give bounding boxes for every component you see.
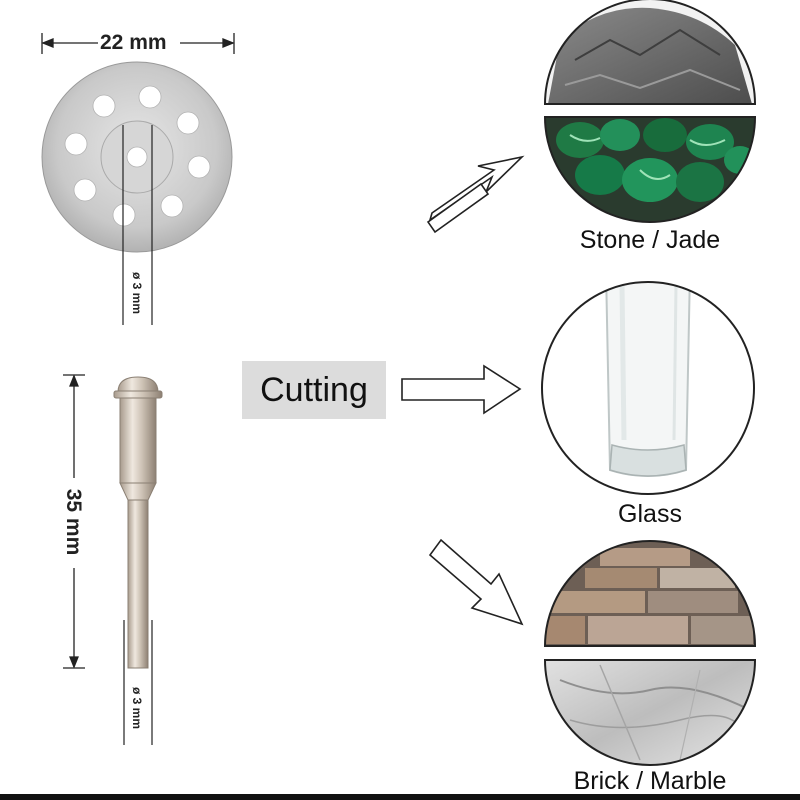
material-label-brick-marble: Brick / Marble: [573, 767, 727, 795]
disc-bore-label: ø 3 mm: [130, 272, 144, 315]
mandrel-length-dimension: [63, 374, 85, 669]
stone-jade-image: [543, 0, 757, 223]
arrow-down-right-icon: [428, 538, 524, 626]
arrow-up-right-icon: [426, 155, 525, 234]
mandrel-shank-dimension: [123, 620, 153, 745]
glass-image: [541, 281, 755, 495]
mandrel-shaft: [113, 376, 163, 669]
cutting-label: Cutting: [242, 361, 386, 419]
diamond-cutting-disc: [41, 61, 233, 253]
brick-marble-image: [543, 540, 757, 766]
material-label-glass: Glass: [618, 500, 682, 528]
disc-diameter-label: 22 mm: [100, 31, 167, 54]
disc-bore-dimension: [122, 125, 153, 325]
mandrel-length-label: 35 mm: [62, 488, 85, 556]
material-label-stone-jade: Stone / Jade: [579, 226, 721, 254]
arrow-right-icon: [401, 364, 522, 415]
mandrel-shank-label: ø 3 mm: [130, 687, 144, 730]
bottom-border: [0, 794, 800, 800]
disc-width-dimension: [41, 33, 235, 54]
